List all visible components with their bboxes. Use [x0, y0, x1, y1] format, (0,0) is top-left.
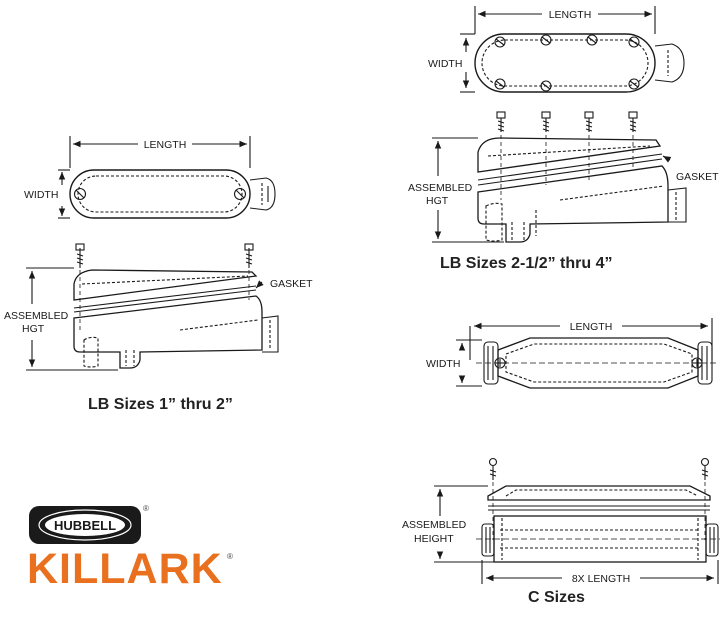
lb-large-hgt-label: HGT — [426, 195, 449, 207]
c-8x-length-label: 8X LENGTH — [572, 573, 630, 585]
hubbell-badge: HUBBELL — [29, 506, 141, 544]
lb-small-width-label: WIDTH — [24, 189, 58, 201]
c-length-label: LENGTH — [570, 321, 613, 333]
c-top-view — [456, 318, 718, 389]
caption-lb-large: LB Sizes 2-1/2” thru 4” — [440, 255, 613, 272]
lb-small-top-view — [58, 136, 276, 219]
lb-large-width-label: WIDTH — [428, 58, 462, 70]
lb-large-length-label: LENGTH — [549, 9, 592, 21]
hubbell-text: HUBBELL — [54, 518, 116, 533]
killark-registered-mark: ® — [227, 552, 233, 561]
lb-small-hgt-label: HGT — [22, 323, 45, 335]
killark-wordmark: KILLARK — [27, 545, 223, 593]
c-assembled-label: ASSEMBLED — [402, 519, 467, 531]
lb-small-length-label: LENGTH — [144, 139, 187, 151]
lb-small-gasket-label: GASKET — [270, 278, 313, 290]
c-height-label: HEIGHT — [414, 533, 454, 545]
hubbell-registered-mark: ® — [143, 504, 149, 513]
lb-large-top-view — [460, 6, 685, 93]
caption-lb-small: LB Sizes 1” thru 2” — [88, 396, 233, 413]
lb-small-side-view — [26, 243, 279, 371]
lb-large-gasket-label: GASKET — [676, 171, 719, 183]
lb-large-assembled-label: ASSEMBLED — [408, 182, 473, 194]
caption-c-sizes: C Sizes — [528, 589, 585, 606]
c-width-label: WIDTH — [426, 358, 460, 370]
lb-small-assembled-label: ASSEMBLED — [4, 310, 69, 322]
killark-logo: HUBBELL ® KILLARK ® — [27, 504, 257, 594]
c-side-view — [434, 457, 720, 584]
lb-large-side-view — [432, 111, 687, 243]
